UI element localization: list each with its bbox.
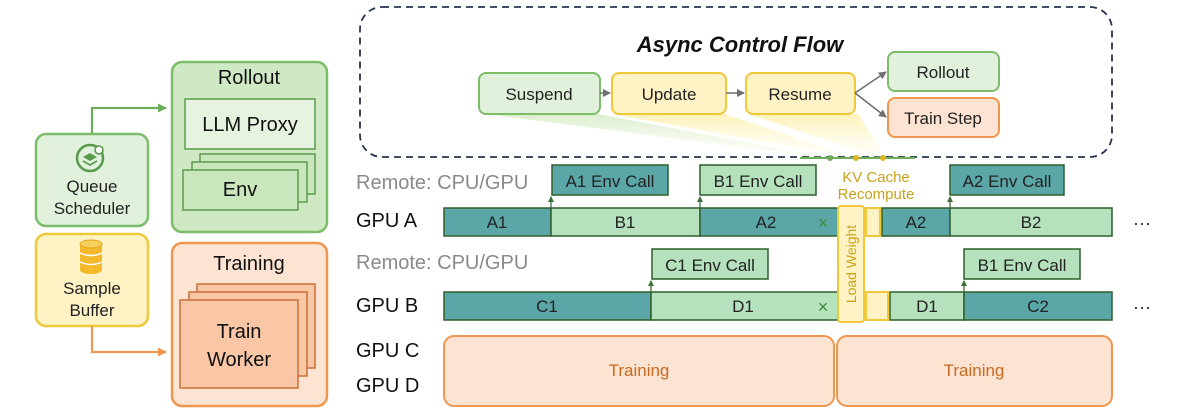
gpu-d-label: GPU D bbox=[356, 375, 419, 397]
gpu-b-bar-c2 bbox=[963, 291, 1113, 321]
gpu-b-timeline: C1 D1 × D1 C2 ··· bbox=[443, 291, 1151, 321]
resume-fan bbox=[748, 114, 886, 158]
train-step-step bbox=[887, 97, 1000, 138]
remote-label-b: Remote: CPU/GPU bbox=[356, 252, 528, 274]
train-worker-line2: Worker bbox=[207, 349, 271, 371]
kv-cache-line1: KV Cache bbox=[842, 169, 910, 186]
gpu-c-label: GPU C bbox=[356, 340, 419, 362]
rollout-panel: Rollout LLM Proxy Env bbox=[170, 60, 329, 234]
training-panel: Training Train Worker bbox=[170, 241, 329, 408]
gpu-a-bar-b2-label: B2 bbox=[1021, 213, 1042, 232]
gpu-a-bar-b1 bbox=[550, 207, 701, 237]
database-icon bbox=[79, 239, 103, 274]
gpu-b-bar-c1 bbox=[443, 291, 652, 321]
rollout-step bbox=[887, 51, 1000, 92]
update-label: Update bbox=[642, 85, 697, 104]
gpu-a-bar-b2 bbox=[949, 207, 1113, 237]
training-bar-2 bbox=[836, 335, 1113, 407]
async-flow-title: Async Control Flow bbox=[636, 32, 845, 57]
c1-env-call-label: C1 Env Call bbox=[665, 256, 755, 275]
gpu-a-suspend-cross: × bbox=[818, 213, 829, 233]
train-step-label: Train Step bbox=[904, 109, 982, 128]
suspend-label: Suspend bbox=[505, 85, 572, 104]
sample-label-line2: Buffer bbox=[69, 301, 114, 320]
async-control-flow-panel: Async Control Flow Suspend Update Resume… bbox=[359, 6, 1113, 158]
train-worker-line1: Train bbox=[217, 321, 262, 343]
a2-env-call-box bbox=[949, 164, 1065, 196]
gpu-b-bar-d1-resume bbox=[889, 291, 965, 321]
gpu-a-recompute-block bbox=[865, 207, 881, 237]
resume-to-trainstep-arrow bbox=[854, 92, 887, 118]
buffer-to-training-arrow bbox=[90, 326, 167, 357]
gpu-a-bar-a2-label: A2 bbox=[756, 213, 777, 232]
gpu-b-label: GPU B bbox=[356, 295, 418, 317]
update-fan bbox=[612, 114, 858, 158]
gpu-a-bar-a2-resume bbox=[881, 207, 951, 237]
gpu-a-bar-b1-label: B1 bbox=[615, 213, 636, 232]
gpu-a-bar-a2-resume-label: A2 bbox=[906, 213, 927, 232]
queue-label-line2: Scheduler bbox=[54, 199, 131, 218]
gpu-b-bar-d1-label: D1 bbox=[732, 297, 754, 316]
train-worker-box bbox=[179, 299, 299, 389]
a2-env-call-label: A2 Env Call bbox=[963, 172, 1052, 191]
training-bar-1 bbox=[443, 335, 835, 407]
c1-env-call-box bbox=[651, 248, 769, 280]
b1-env-call-bottom-box bbox=[963, 248, 1081, 280]
gpu-a-ellipsis: ··· bbox=[1133, 213, 1151, 233]
training-bar-1-label: Training bbox=[609, 361, 670, 380]
rollout-title: Rollout bbox=[218, 67, 281, 89]
resume-label: Resume bbox=[768, 85, 831, 104]
gpu-b-bar-d1-resume-label: D1 bbox=[916, 297, 938, 316]
gpu-a-bar-a1 bbox=[443, 207, 552, 237]
remote-label-a: Remote: CPU/GPU bbox=[356, 172, 528, 194]
sample-label-line1: Sample bbox=[63, 279, 121, 298]
queue-to-rollout-arrow bbox=[90, 103, 167, 134]
training-title: Training bbox=[213, 253, 285, 275]
gpu-b-bar-c2-label: C2 bbox=[1027, 297, 1049, 316]
env-label: Env bbox=[223, 179, 257, 201]
suspend-fan bbox=[486, 114, 830, 158]
gpu-b-recompute-block bbox=[865, 291, 889, 321]
llm-proxy-label: LLM Proxy bbox=[202, 114, 298, 136]
training-bar-2-label: Training bbox=[944, 361, 1005, 380]
phase-marker-line bbox=[800, 155, 915, 161]
a1-env-call-label: A1 Env Call bbox=[566, 172, 655, 191]
a1-env-call-box bbox=[551, 164, 669, 196]
llm-proxy-box bbox=[184, 98, 316, 150]
b1-env-call-bottom-label: B1 Env Call bbox=[978, 256, 1067, 275]
sample-buffer-box: Sample Buffer bbox=[34, 232, 150, 328]
b1-env-call-top-box bbox=[699, 164, 817, 196]
resume-to-rollout-arrow bbox=[854, 71, 887, 94]
gpu-b-suspend-cross: × bbox=[818, 297, 829, 317]
gpu-a-label: GPU A bbox=[356, 210, 418, 232]
b1-env-call-top-label: B1 Env Call bbox=[714, 172, 803, 191]
flow-rollout-label: Rollout bbox=[917, 63, 970, 82]
gpu-b-bar-c1-label: C1 bbox=[536, 297, 558, 316]
load-weight-label: Load Weight bbox=[843, 225, 859, 303]
gpu-a-timeline: A1 B1 A2 × A2 B2 ··· bbox=[443, 207, 1151, 237]
load-weight-box: Load Weight bbox=[837, 205, 865, 323]
queue-label-line1: Queue bbox=[66, 177, 117, 196]
env-box bbox=[182, 169, 299, 211]
gpu-b-ellipsis: ··· bbox=[1133, 297, 1151, 317]
gpu-b-bar-d1 bbox=[650, 291, 839, 321]
gpu-a-bar-a1-label: A1 bbox=[487, 213, 508, 232]
queue-scheduler-box: Queue Scheduler bbox=[34, 132, 150, 228]
gear-layers-icon bbox=[75, 143, 105, 173]
kv-cache-line2: Recompute bbox=[838, 186, 915, 203]
